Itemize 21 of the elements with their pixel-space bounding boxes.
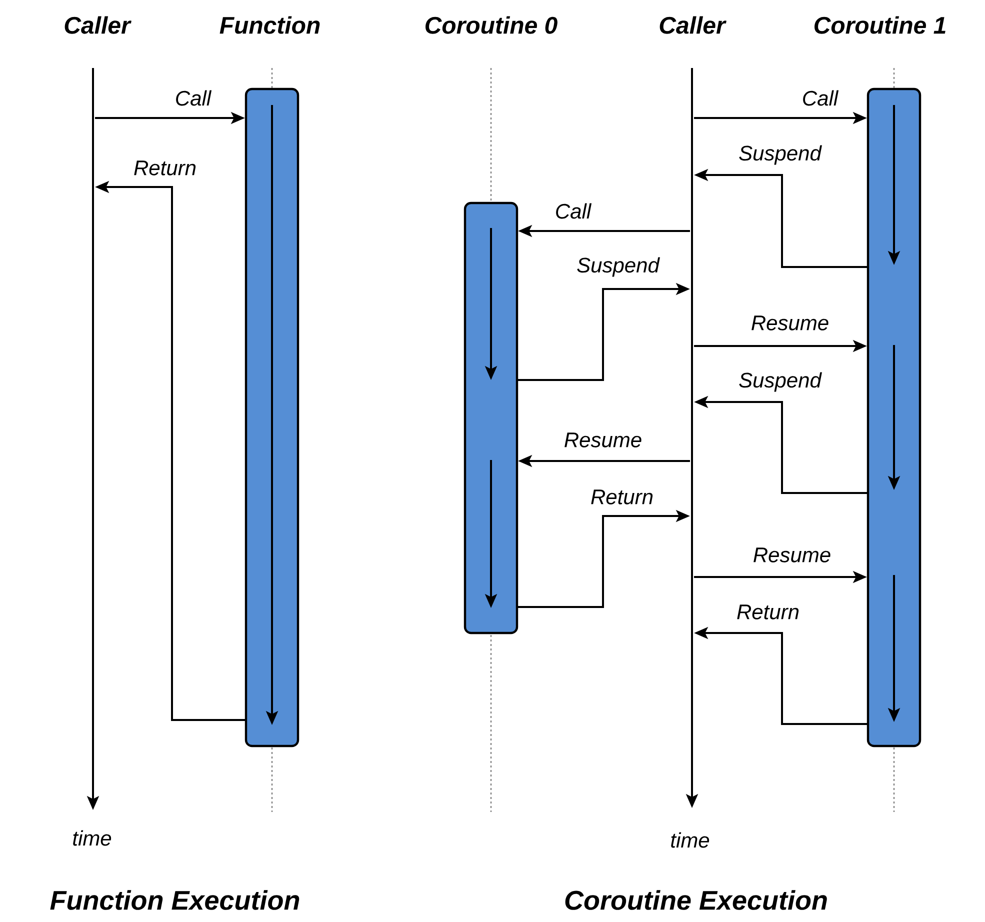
axis-label: time [73, 830, 112, 846]
edge-label: Suspend [738, 371, 822, 393]
edge-label: Suspend [738, 144, 822, 166]
diagram-caption: Coroutine Execution [565, 890, 827, 910]
edge-label: Return [736, 604, 801, 620]
column-heading: Coroutine 0 [426, 16, 558, 34]
edge-label: Resume [750, 314, 830, 332]
axis-label: time [671, 832, 710, 848]
column-heading: Coroutine 1 [814, 16, 946, 34]
column-heading: Caller [660, 16, 726, 34]
edge-label: Suspend [576, 256, 660, 278]
edge-label: Call [800, 89, 840, 107]
column-heading: Function [220, 16, 320, 34]
edge-label: Resume [752, 546, 832, 564]
edge-label: Return [132, 160, 198, 176]
column-heading: Caller [64, 16, 132, 34]
diagram-caption: Function Execution [50, 890, 300, 910]
edge-label: Call [554, 202, 592, 220]
edge-label: Resume [562, 432, 644, 448]
edge-label: Return [590, 488, 655, 506]
edge-label: Call [174, 89, 212, 107]
